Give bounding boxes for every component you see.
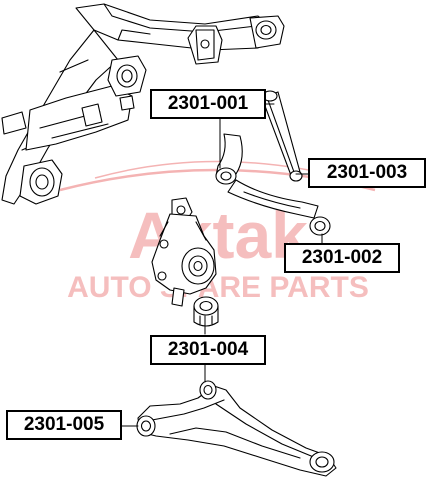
part-label-2301-003: 2301-003 <box>308 158 426 188</box>
part-label-2301-002: 2301-002 <box>284 243 400 273</box>
lower-control-arm <box>136 380 337 477</box>
wheel-knuckle <box>151 197 217 307</box>
watermark-tagline: AUTO SPARE PARTS <box>67 271 369 304</box>
leader-lines <box>121 103 323 427</box>
cross-link-bushing <box>309 216 331 236</box>
part-label-2301-001: 2301-001 <box>150 89 266 119</box>
trailing-link-rod <box>261 90 303 182</box>
upper-control-arm <box>215 133 319 219</box>
knuckle-bushing <box>193 296 219 327</box>
part-label-2301-005: 2301-005 <box>6 410 122 440</box>
part-label-2301-004: 2301-004 <box>150 335 266 365</box>
rear-subframe <box>1 3 285 205</box>
